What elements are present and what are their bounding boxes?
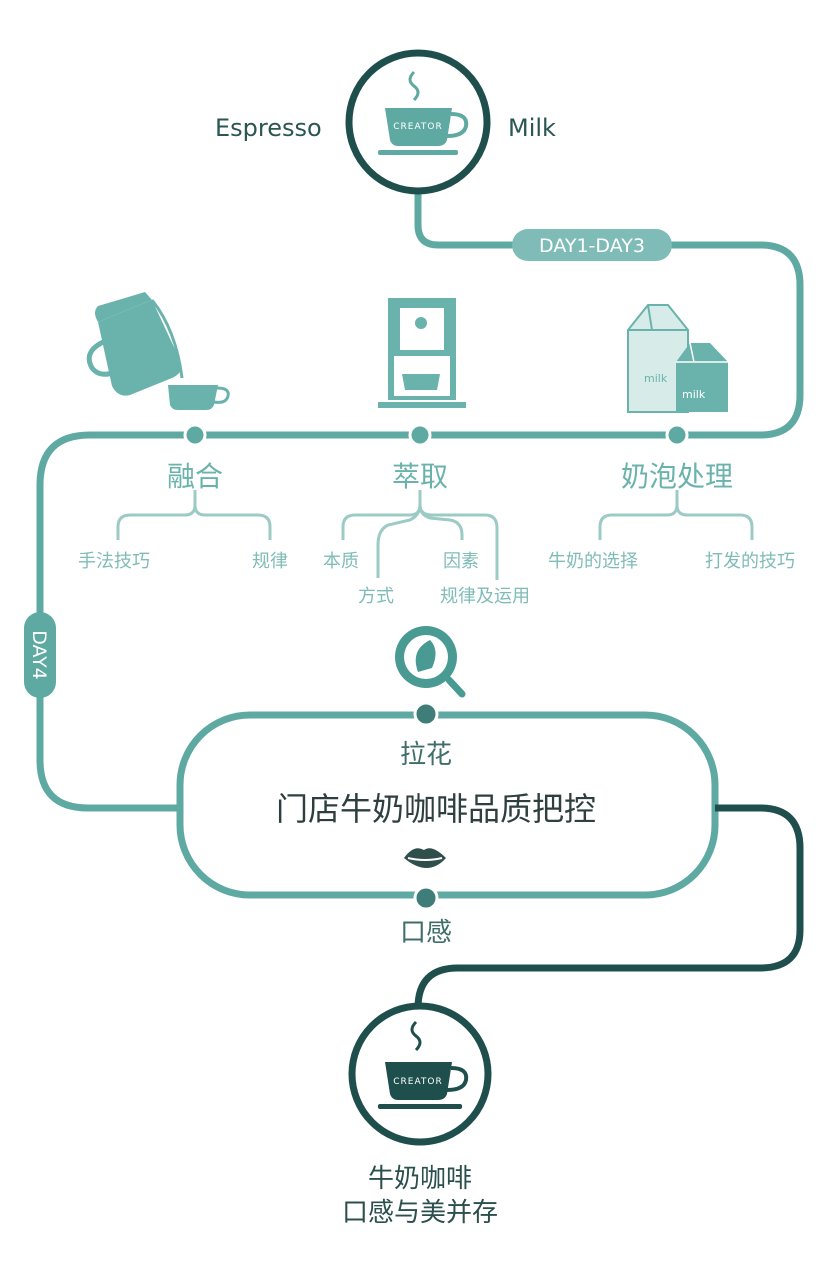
sub-label: 规律及运用	[440, 586, 530, 607]
latte-art-dot	[413, 701, 439, 727]
sub-label: 规律	[252, 551, 288, 572]
final-line-2: 口感与美并存	[341, 1198, 499, 1228]
stage-label-extraction: 萃取	[391, 460, 449, 493]
svg-text:CREATOR: CREATOR	[393, 1077, 443, 1087]
sub-label: 手法技巧	[78, 551, 150, 572]
final-caption: 牛奶咖啡 口感与美并存	[342, 1162, 498, 1230]
svg-text:milk: milk	[682, 388, 706, 401]
stage-dot-fusion	[183, 423, 207, 447]
svg-text:CREATOR: CREATOR	[393, 122, 443, 132]
espresso-machine-icon	[378, 298, 466, 408]
branch-lines	[116, 490, 754, 580]
svg-text:DAY1-DAY3: DAY1-DAY3	[539, 235, 645, 257]
final-line-1: 牛奶咖啡	[367, 1164, 473, 1194]
milk-cartons-icon: milk milk	[627, 304, 728, 413]
lips-icon	[404, 848, 446, 868]
stage-dot-milk-foam	[665, 423, 689, 447]
sub-label: 打发的技巧	[705, 551, 795, 572]
svg-text:milk: milk	[644, 372, 668, 385]
taste-dot	[413, 885, 439, 911]
latte-art-label: 拉花	[399, 740, 453, 770]
sub-label: 因素	[443, 551, 479, 572]
stage-dot-extraction	[408, 423, 432, 447]
day1-3-tag	[512, 229, 672, 261]
day4-tag	[24, 612, 56, 698]
center-title: 门店牛奶咖啡品质把控	[275, 790, 597, 828]
espresso-label: Espresso	[215, 114, 322, 142]
svg-text:DAY4: DAY4	[28, 630, 50, 680]
coffee-cup-icon: CREATOR	[378, 70, 469, 155]
path-top	[195, 185, 804, 439]
final-coffee-cup-icon: CREATOR	[378, 1020, 469, 1109]
stage-label-milk-foam: 奶泡处理	[620, 460, 734, 493]
stage-label-fusion: 融合	[166, 460, 224, 493]
sub-label: 牛奶的选择	[548, 551, 638, 572]
taste-label: 口感	[399, 918, 453, 948]
sub-label: 方式	[358, 586, 394, 607]
path-bottom	[414, 804, 804, 1020]
latte-art-magnifier-icon	[395, 626, 466, 698]
sub-label: 本质	[323, 551, 359, 572]
milk-pitcher-pouring-icon	[86, 292, 230, 410]
milk-label: Milk	[508, 114, 556, 142]
